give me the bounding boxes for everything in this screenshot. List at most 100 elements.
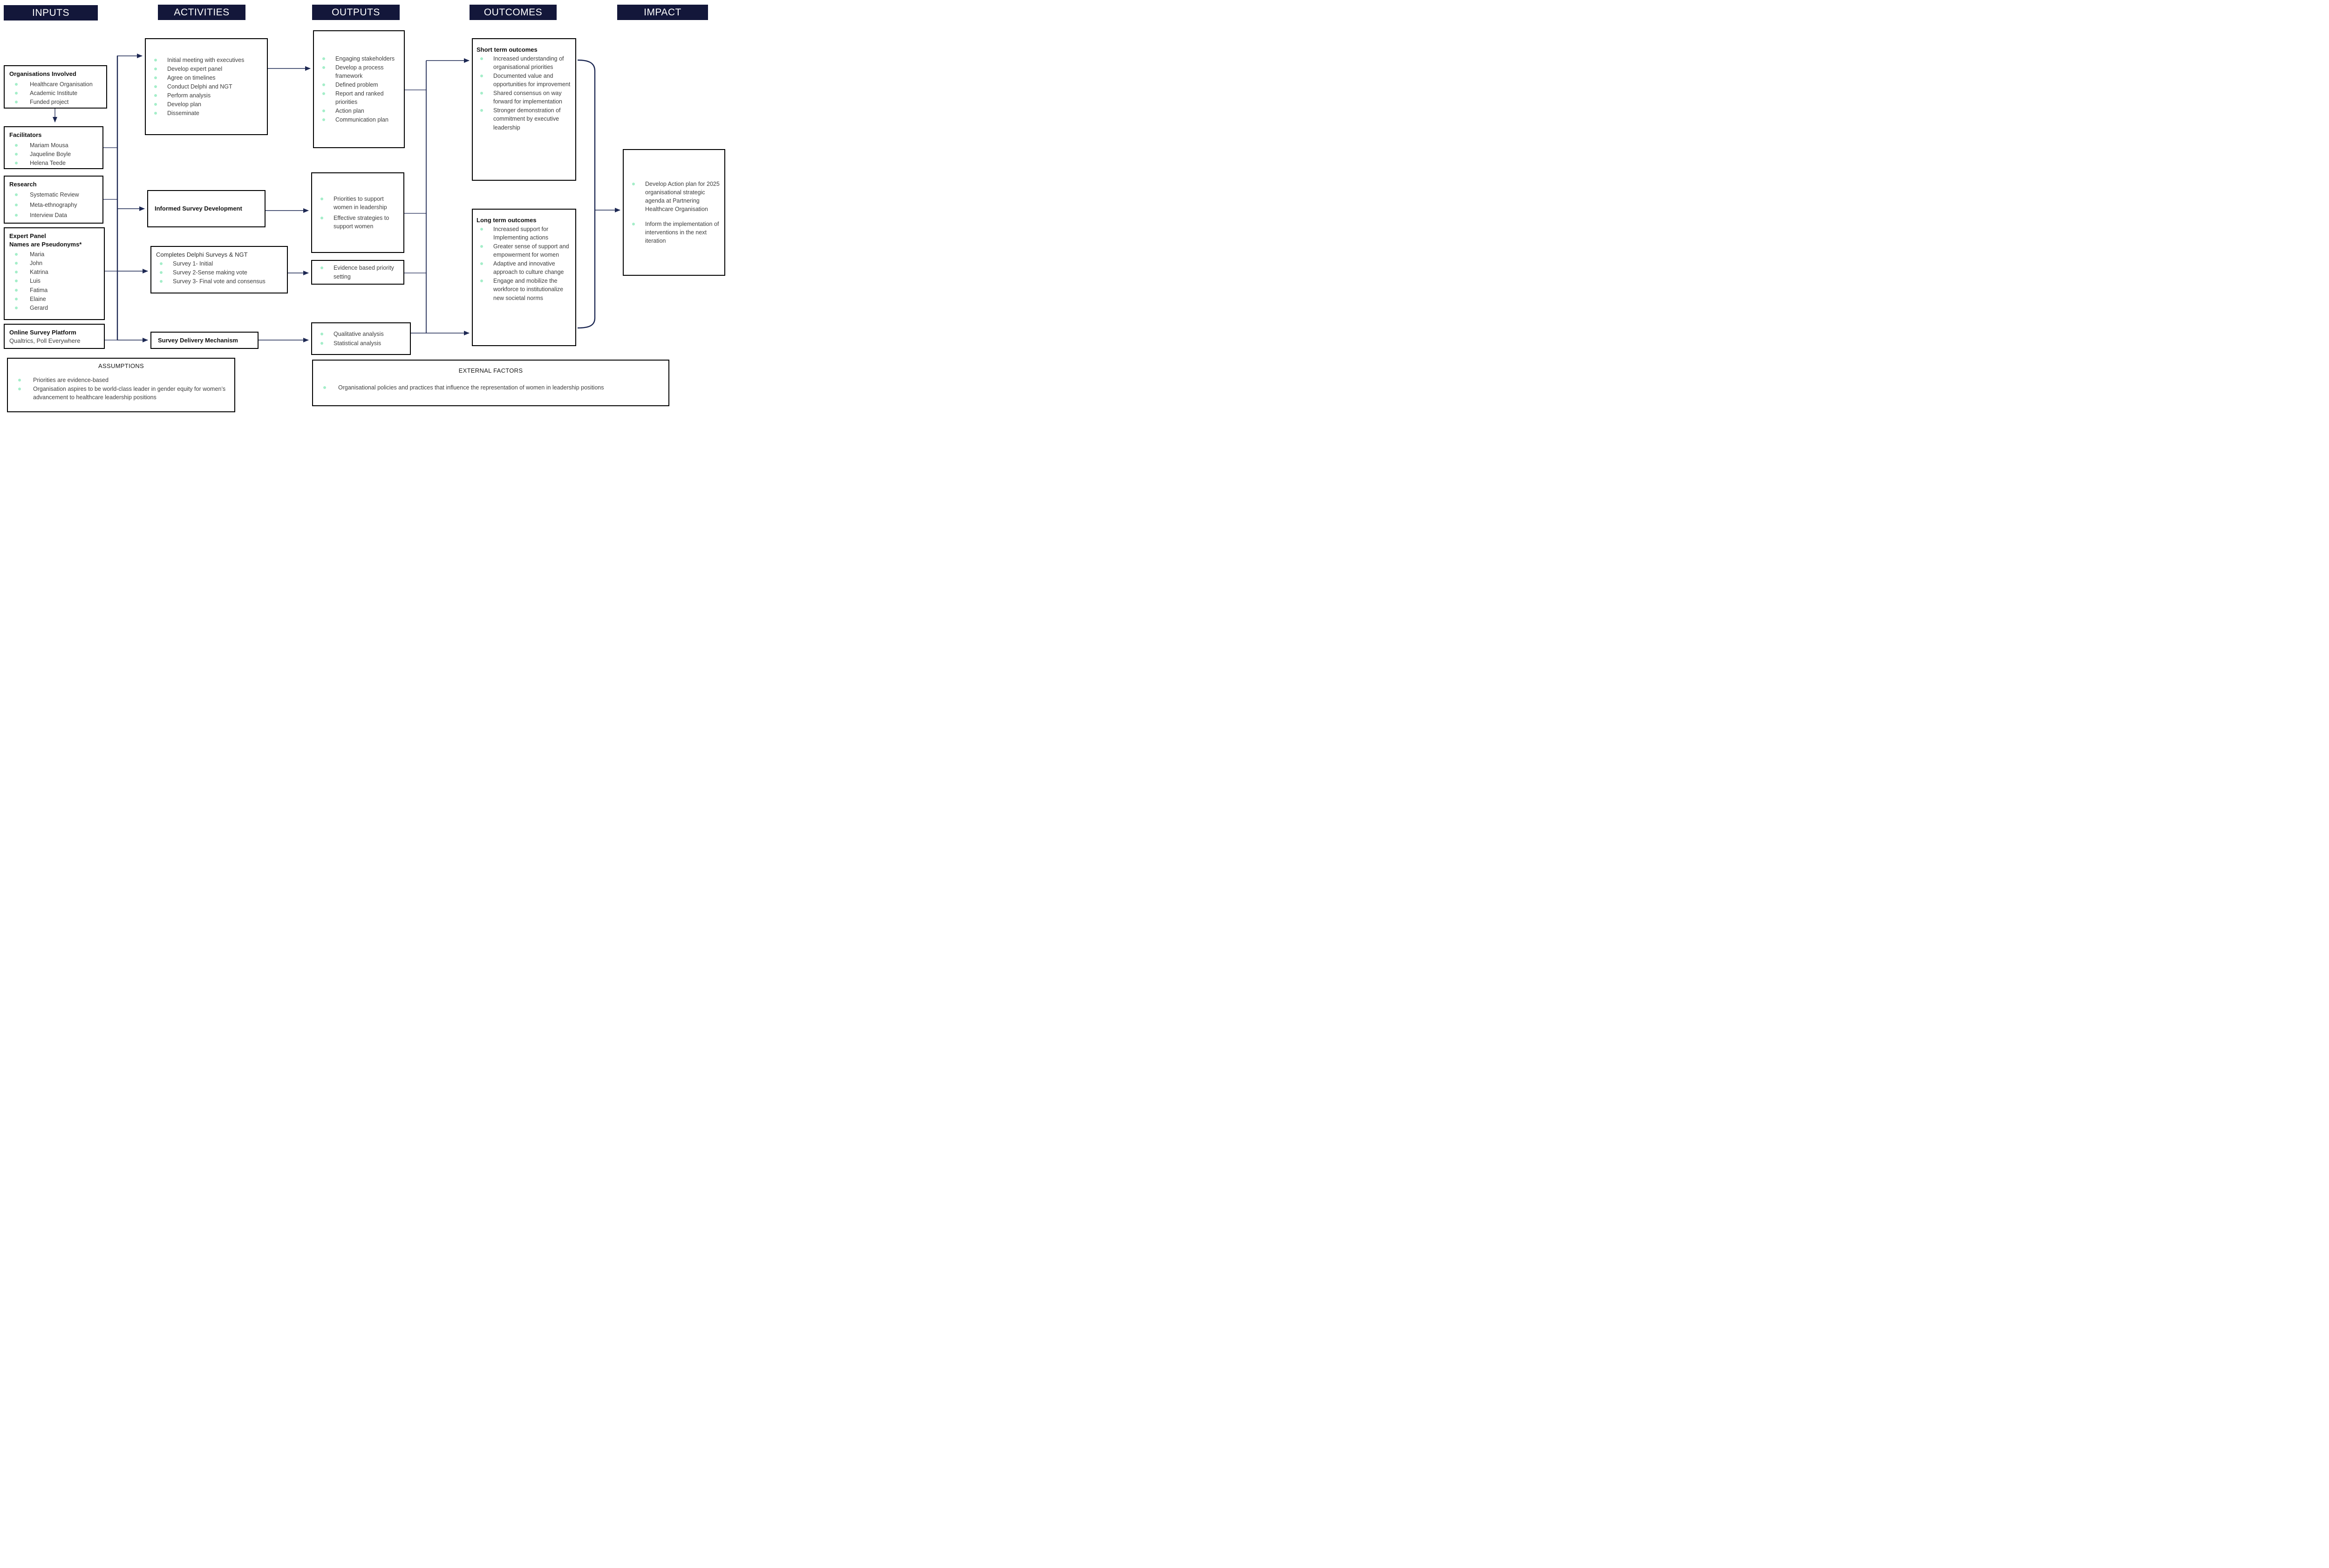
list-item: Communication plan <box>319 116 399 124</box>
list-item-text: Shared consensus on way forward for impl… <box>493 90 562 105</box>
list-item: Maria <box>9 250 99 259</box>
bullet-icon <box>480 245 483 248</box>
bullet-icon <box>15 161 18 164</box>
list-item-text: Priorities to support women in leadershi… <box>334 196 387 211</box>
bullet-icon <box>15 297 18 300</box>
list-item: Conduct Delphi and NGT <box>150 82 262 91</box>
list-item-text: Documented value and opportunities for i… <box>493 72 571 88</box>
bullet-icon <box>15 193 18 196</box>
list-item-text: Effective strategies to support women <box>334 214 389 230</box>
list-item-text: Priorities are evidence-based <box>33 377 109 383</box>
bullet-icon <box>160 271 163 274</box>
list-item: Organisation aspires to be world-class l… <box>13 385 230 402</box>
bullet-icon <box>15 91 18 95</box>
list-item: Interview Data <box>9 211 98 219</box>
bullet-icon <box>154 103 157 106</box>
bullet-icon <box>480 280 483 283</box>
outcomes-bracket <box>577 59 596 329</box>
list-item-text: Develop expert panel <box>167 65 223 72</box>
bullet-list: Priorities to support women in leadershi… <box>317 193 399 232</box>
bullet-icon <box>320 333 323 336</box>
bullet-icon <box>480 227 483 231</box>
list-item-text: Jaqueline Boyle <box>30 150 71 157</box>
list-item-text: Healthcare Organisation <box>30 81 93 88</box>
list-item-text: Perform analysis <box>167 92 211 99</box>
list-item-text: Qualitative analysis <box>334 331 384 338</box>
list-item-text: Inform the implementation of interventio… <box>645 220 719 244</box>
list-item-text: Engaging stakeholders <box>335 55 395 62</box>
bullet-icon <box>15 271 18 274</box>
list-item: Statistical analysis <box>317 339 405 348</box>
bullet-icon <box>15 280 18 283</box>
box-external-factors: EXTERNAL FACTORS Organisational policies… <box>312 360 669 406</box>
box-outputs-evidence-based: Evidence based priority setting <box>311 260 404 285</box>
list-item-text: Elaine <box>30 295 46 302</box>
bullet-icon <box>160 280 163 283</box>
box-long-term-outcomes: Long term outcomes Increased support for… <box>472 209 576 346</box>
list-item-text: Greater sense of support and empowerment… <box>493 243 569 258</box>
bullet-icon <box>480 262 483 266</box>
list-item-text: Communication plan <box>335 116 388 123</box>
list-item: Mariam Mousa <box>9 141 98 150</box>
column-header-outcomes: OUTCOMES <box>470 5 557 20</box>
list-item: Shared consensus on way forward for impl… <box>477 89 572 106</box>
list-item: Develop plan <box>150 100 262 109</box>
bullet-icon <box>15 288 18 292</box>
list-item: Jaqueline Boyle <box>9 150 98 158</box>
box-title: ASSUMPTIONS <box>98 362 144 369</box>
list-item: Action plan <box>319 107 399 115</box>
list-item: Systematic Review <box>9 191 98 199</box>
list-item-text: Disseminate <box>167 110 199 117</box>
list-item: Effective strategies to support women <box>317 214 399 231</box>
list-item: Initial meeting with executives <box>150 56 262 64</box>
list-item: Stronger demonstration of commitment by … <box>477 106 572 131</box>
box-informed-survey-development: Informed Survey Development <box>147 190 266 227</box>
box-title: Survey Delivery Mechanism <box>158 336 238 344</box>
bullet-icon <box>480 92 483 95</box>
list-item-text: Luis <box>30 278 41 285</box>
box-title: Completes Delphi Surveys & NGT <box>156 251 248 258</box>
bullet-icon <box>15 203 18 206</box>
bullet-icon <box>322 83 325 86</box>
box-assumptions: ASSUMPTIONS Priorities are evidence-base… <box>7 358 235 412</box>
bullet-icon <box>320 341 323 345</box>
list-item-text: Initial meeting with executives <box>167 56 245 63</box>
list-item: Engaging stakeholders <box>319 55 399 63</box>
bullet-list: Organisational policies and practices th… <box>318 383 664 392</box>
box-online-survey-platform: Online Survey Platform Qualtrics, Poll E… <box>4 324 105 349</box>
bullet-icon <box>632 222 635 225</box>
box-subtitle: Qualtrics, Poll Everywhere <box>9 337 81 344</box>
list-item: Katrina <box>9 268 99 276</box>
connector-lines <box>53 54 620 342</box>
list-item: Develop expert panel <box>150 65 262 73</box>
bullet-icon <box>15 100 18 103</box>
list-item-text: Statistical analysis <box>334 340 381 347</box>
bullet-icon <box>322 118 325 122</box>
bullet-icon <box>322 109 325 113</box>
bullet-icon <box>154 94 157 97</box>
column-header-impact: IMPACT <box>617 5 708 20</box>
list-item-text: Survey 1- Initial <box>173 260 213 267</box>
bullet-icon <box>18 379 21 382</box>
list-item: Healthcare Organisation <box>9 80 102 89</box>
list-item-text: Systematic Review <box>30 191 79 198</box>
list-item-text: Maria <box>30 251 45 258</box>
list-item-text: Develop Action plan for 2025 organisatio… <box>645 181 720 213</box>
list-item-text: Agree on timelines <box>167 74 216 81</box>
list-item-text: Evidence based priority setting <box>334 265 394 280</box>
list-item: Funded project <box>9 98 102 106</box>
box-title: Organisations Involved <box>9 70 76 77</box>
list-item-text: Interview Data <box>30 211 67 218</box>
list-item-text: Develop a process framework <box>335 64 384 79</box>
list-item: Increased support for Implementing actio… <box>477 225 572 242</box>
bullet-icon <box>160 262 163 265</box>
list-item-text: Adaptive and innovative approach to cult… <box>493 260 564 276</box>
list-item-text: Katrina <box>30 269 48 276</box>
list-item: Defined problem <box>319 81 399 89</box>
bullet-icon <box>154 85 157 88</box>
